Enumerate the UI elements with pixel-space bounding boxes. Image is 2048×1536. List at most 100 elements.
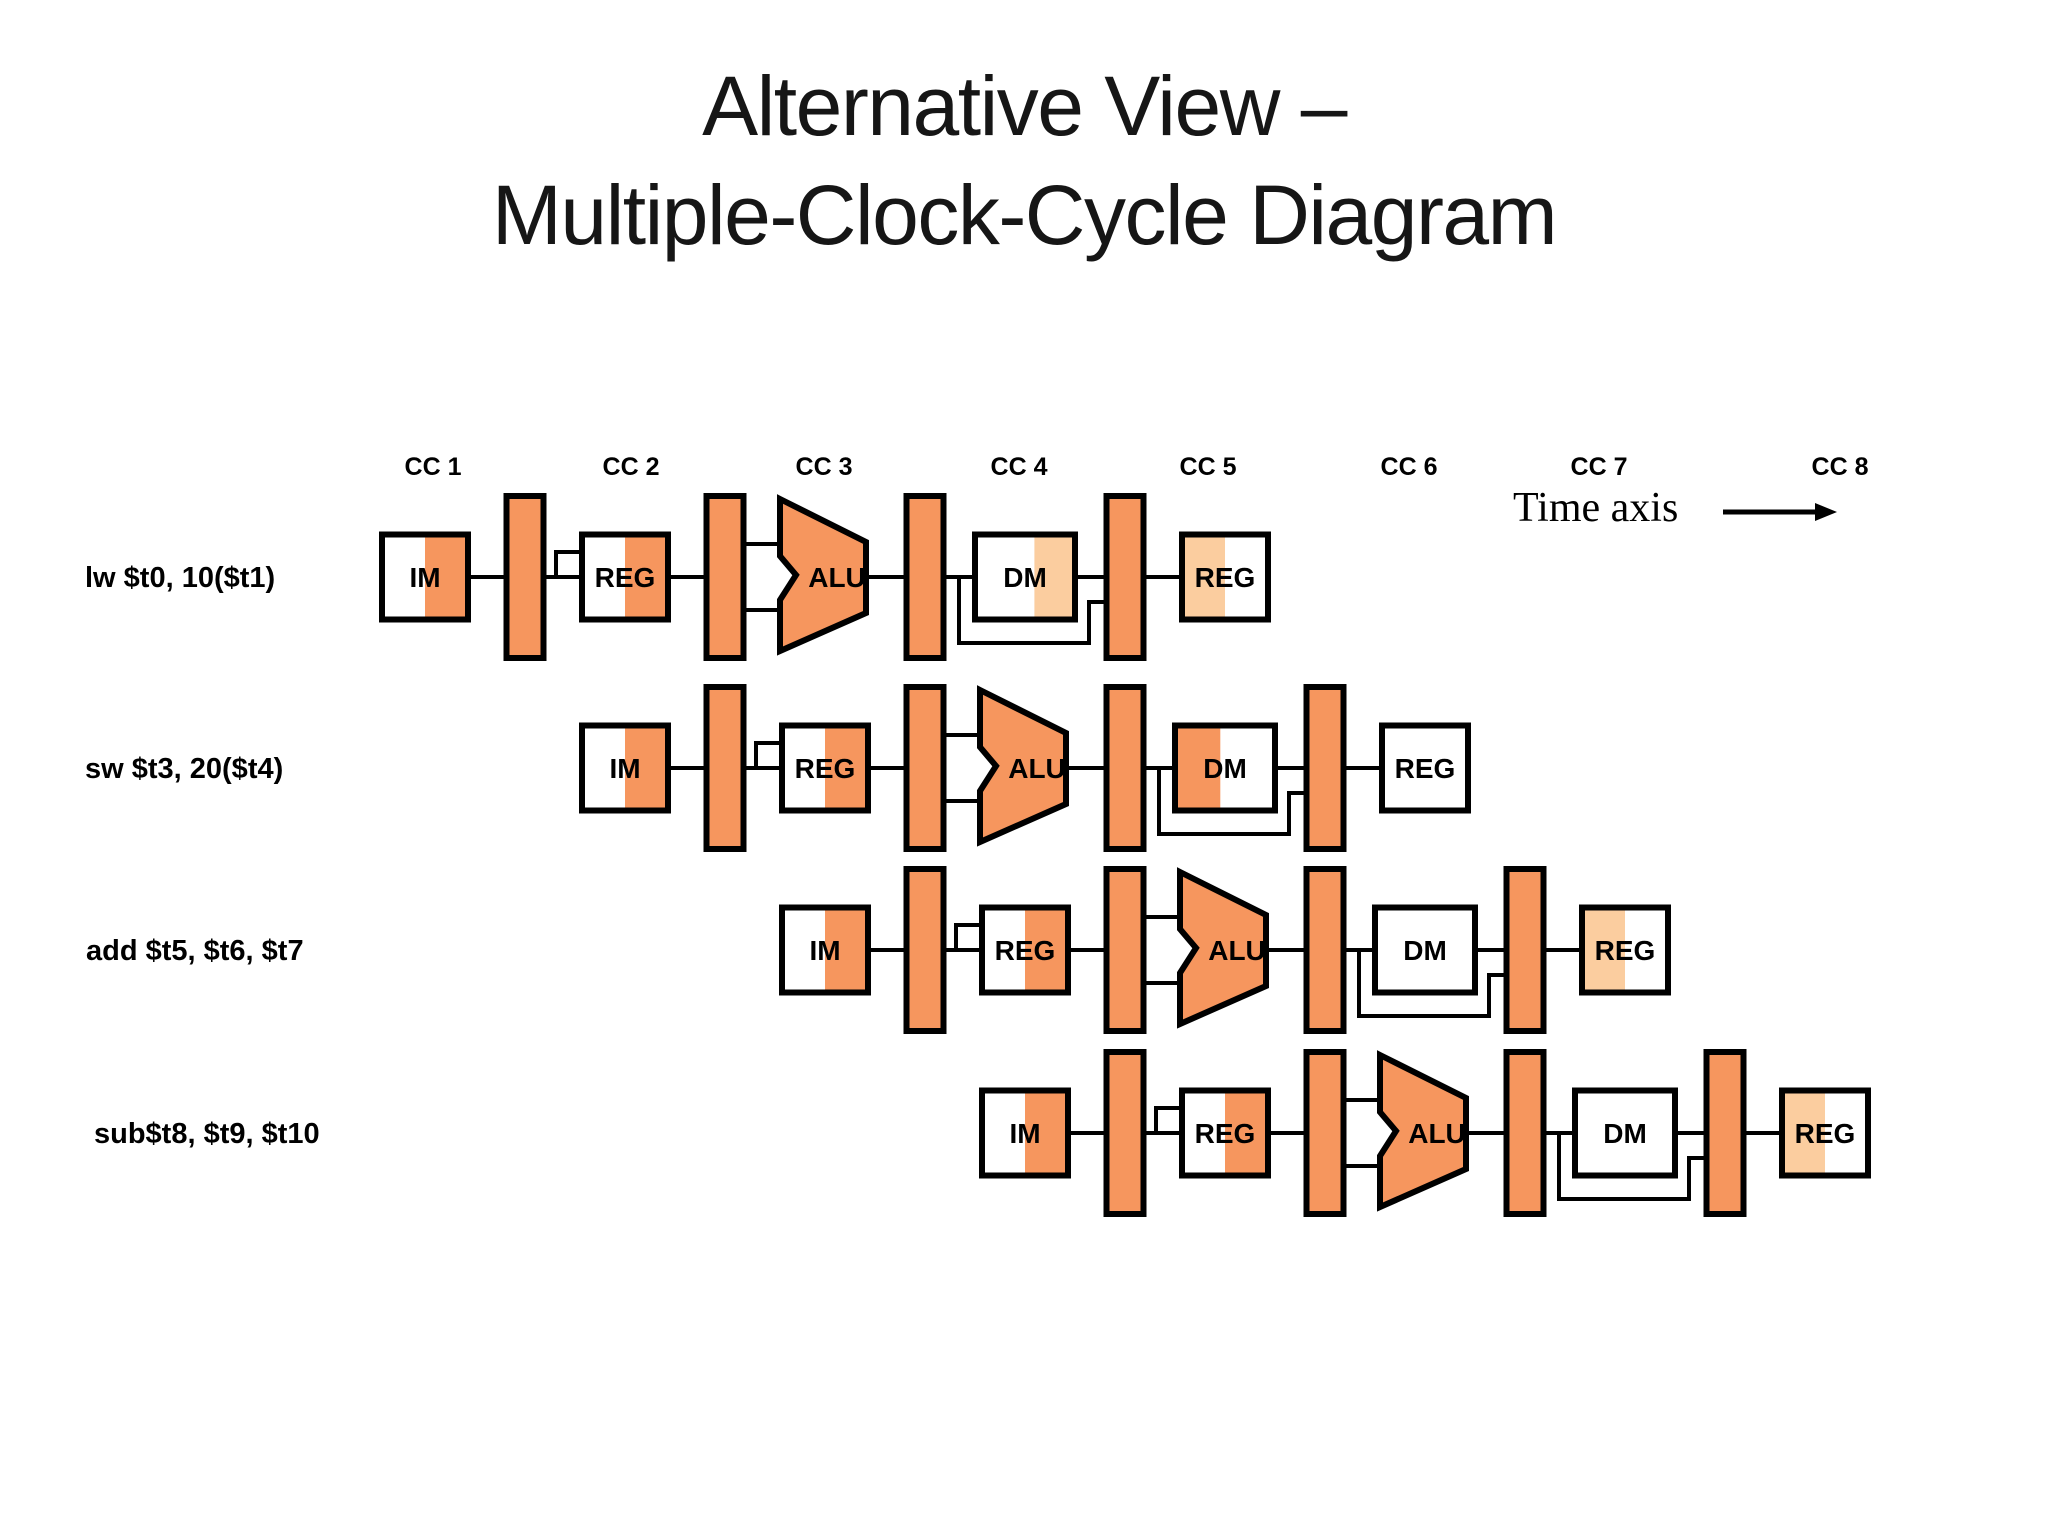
- dm-box-shade: [1178, 728, 1221, 808]
- reg-write-box-border: [1579, 904, 1671, 996]
- writeback-bypass-wire: [1357, 950, 1507, 1018]
- alu-unit-shape: [1377, 1050, 1469, 1212]
- im-box-label: IM: [1009, 1118, 1040, 1149]
- reg-read-box-label: REG: [995, 935, 1056, 966]
- title-line-1: Alternative View –: [702, 59, 1347, 153]
- im-box: IM: [579, 722, 671, 814]
- writeback-bypass-wire: [957, 577, 1107, 645]
- im-box: IM: [379, 531, 471, 623]
- reg-read-box-label: REG: [795, 753, 856, 784]
- im-box-border: [379, 531, 471, 623]
- pipeline-register-bar-3: [1103, 684, 1147, 852]
- wires: [468, 542, 1182, 645]
- dm-box-border: [972, 531, 1078, 623]
- reg-input-step-wire: [554, 550, 582, 577]
- reg-write-box-border: [1379, 722, 1471, 814]
- reg-write-box-label: REG: [1795, 1118, 1856, 1149]
- reg-write-box-label: REG: [1395, 753, 1456, 784]
- im-box-shade: [825, 910, 865, 990]
- reg-read-box: REG: [979, 904, 1071, 996]
- alu-unit-label: ALU: [1408, 1118, 1466, 1149]
- reg-write-box-shade: [1185, 537, 1225, 617]
- im-box-shade: [625, 728, 665, 808]
- reg-write-box: REG: [1779, 1087, 1871, 1179]
- reg-input-step-wire: [1154, 1106, 1182, 1133]
- alu-unit-label: ALU: [1008, 753, 1066, 784]
- pipeline-register-bar-4: [1503, 866, 1547, 1034]
- instruction-row-1: lw $t0, 10($t1) IM REG ALU DM REG: [85, 493, 1271, 661]
- reg-read-box-border: [979, 904, 1071, 996]
- pipeline-register-bar-2: [903, 684, 947, 852]
- wires: [668, 733, 1382, 836]
- reg-write-box-label: REG: [1195, 562, 1256, 593]
- writeback-bypass-wire: [1157, 768, 1307, 836]
- cc-label-3: CC 3: [796, 453, 853, 481]
- slide-title: Alternative View – Multiple-Clock-Cycle …: [0, 52, 2048, 270]
- reg-read-box-label: REG: [1195, 1118, 1256, 1149]
- pipeline-register-bar-1: [703, 684, 747, 852]
- pipeline-register-bar-2: [1303, 1049, 1347, 1217]
- instruction-label: lw $t0, 10($t1): [85, 562, 275, 594]
- im-box-shade: [1025, 1093, 1065, 1173]
- reg-input-step-wire: [954, 923, 982, 950]
- alu-unit-shape: [1177, 867, 1269, 1029]
- dm-box-label: DM: [1603, 1118, 1647, 1149]
- dm-box-border: [1572, 1087, 1678, 1179]
- instruction-label: sub$t8, $t9, $t10: [94, 1118, 320, 1150]
- time-axis-arrow-head: [1815, 503, 1837, 521]
- im-box-label: IM: [809, 935, 840, 966]
- pipeline-register-bar-3: [903, 493, 947, 661]
- dm-box: DM: [1172, 722, 1278, 814]
- alu-unit: ALU: [1177, 867, 1269, 1029]
- pipeline-register-bar-1: [903, 866, 947, 1034]
- alu-unit-shape: [777, 494, 869, 656]
- dm-box-label: DM: [1403, 935, 1447, 966]
- alu-unit-label: ALU: [808, 562, 866, 593]
- reg-write-box-shade: [1585, 910, 1625, 990]
- reg-read-box: REG: [1179, 1087, 1271, 1179]
- cc-label-1: CC 1: [405, 453, 462, 481]
- cc-label-4: CC 4: [991, 453, 1048, 481]
- dm-box-border: [1372, 904, 1478, 996]
- alu-unit-shape: [977, 685, 1069, 847]
- alu-unit-label: ALU: [1208, 935, 1266, 966]
- wires: [1068, 1098, 1782, 1201]
- reg-write-box: REG: [1579, 904, 1671, 996]
- dm-box-shade: [1034, 537, 1072, 617]
- reg-input-step-wire: [754, 741, 782, 768]
- reg-read-box-shade: [825, 728, 865, 808]
- im-box-border: [579, 722, 671, 814]
- pipeline-register-bar-2: [1103, 866, 1147, 1034]
- reg-write-box-border: [1179, 531, 1271, 623]
- title-line-2: Multiple-Clock-Cycle Diagram: [491, 168, 1558, 263]
- dm-box: DM: [972, 531, 1078, 623]
- im-box-shade: [425, 537, 465, 617]
- im-box: IM: [979, 1087, 1071, 1179]
- cc-label-5: CC 5: [1180, 453, 1237, 481]
- dm-box-label: DM: [1203, 753, 1247, 784]
- cc-label-6: CC 6: [1381, 453, 1438, 481]
- cc-label-7: CC 7: [1571, 453, 1628, 481]
- reg-read-box: REG: [779, 722, 871, 814]
- reg-read-box-shade: [625, 537, 665, 617]
- pipeline-register-bar-4: [1703, 1049, 1747, 1217]
- wires: [868, 915, 1582, 1018]
- reg-write-box: REG: [1379, 722, 1471, 814]
- instruction-row-4: sub$t8, $t9, $t10 IM REG ALU DM REG: [94, 1049, 1871, 1217]
- pipeline-register-bar-2: [703, 493, 747, 661]
- dm-box-label: DM: [1003, 562, 1047, 593]
- reg-read-box-border: [779, 722, 871, 814]
- im-box-label: IM: [409, 562, 440, 593]
- reg-read-box: REG: [579, 531, 671, 623]
- reg-read-box-border: [1179, 1087, 1271, 1179]
- dm-box-fill: [1575, 1090, 1675, 1176]
- reg-write-box-border: [1779, 1087, 1871, 1179]
- time-axis-label: Time axis: [1513, 485, 1678, 531]
- im-box-border: [979, 1087, 1071, 1179]
- im-box-label: IM: [609, 753, 640, 784]
- pipeline-register-bar-1: [1103, 1049, 1147, 1217]
